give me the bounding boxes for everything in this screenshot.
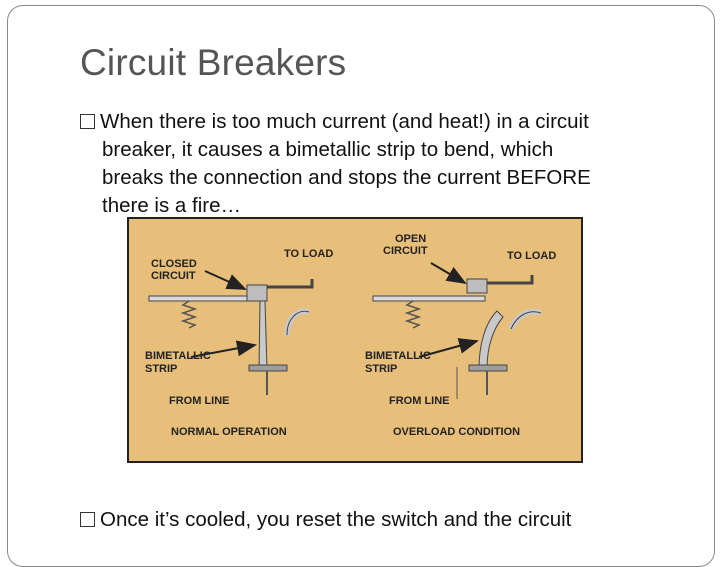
open-label-1: OPEN: [395, 233, 426, 245]
diagram-background: [127, 217, 583, 463]
bimetallic-strip: [258, 300, 268, 370]
bullet-1-line-2: breaker, it causes a bimetallic strip to…: [102, 138, 554, 161]
bimetallic-label-right-2: STRIP: [365, 363, 397, 375]
slide-title: Circuit Breakers: [80, 42, 347, 83]
contact-arm: [372, 295, 486, 302]
bullet-1-line-3: breaks the connection and stops the curr…: [102, 166, 591, 189]
bimetallic-label-left-1: BIMETALLIC: [145, 350, 211, 362]
bullet-1-line-4: there is a fire…: [102, 194, 241, 217]
open-label-2: CIRCUIT: [383, 245, 428, 257]
bullet-2-line-1: Once it’s cooled, you reset the switch a…: [100, 508, 572, 531]
from-line-label-right: FROM LINE: [389, 395, 450, 407]
spring-icon: [180, 300, 198, 329]
contact-block: [246, 284, 268, 302]
normal-operation-caption: NORMAL OPERATION: [171, 426, 287, 438]
base-plate: [248, 364, 288, 372]
to-load-label-left: TO LOAD: [284, 248, 333, 260]
bimetallic-label-right-1: BIMETALLIC: [365, 350, 431, 362]
bullet-1-line-1: When there is too much current (and heat…: [100, 110, 589, 133]
bimetallic-label-left-2: STRIP: [145, 363, 177, 375]
spring-icon: [404, 300, 422, 329]
contact-block: [466, 278, 488, 294]
overload-condition-panel: OPEN CIRCUIT TO LOAD BIMETALLIC STRIP FR…: [365, 233, 556, 438]
circuit-breaker-diagram: CLOSED CIRCUIT TO LOAD BIMETALLIC STRIP …: [127, 217, 583, 463]
closed-label-2: CIRCUIT: [151, 270, 196, 282]
bullet-2: Once it’s cooled, you reset the switch a…: [80, 506, 571, 534]
normal-operation-panel: CLOSED CIRCUIT TO LOAD BIMETALLIC STRIP …: [145, 248, 333, 438]
to-load-label-right: TO LOAD: [507, 250, 556, 262]
bullet-1: When there is too much current (and heat…: [80, 108, 680, 220]
bullet-box-icon: [80, 114, 95, 129]
from-line-label-left: FROM LINE: [169, 395, 230, 407]
load-terminal: [267, 279, 314, 289]
bullet-box-icon: [80, 512, 95, 527]
load-terminal: [487, 275, 534, 285]
base-plate: [468, 364, 508, 372]
closed-label-1: CLOSED: [151, 258, 197, 270]
overload-condition-caption: OVERLOAD CONDITION: [393, 426, 520, 438]
